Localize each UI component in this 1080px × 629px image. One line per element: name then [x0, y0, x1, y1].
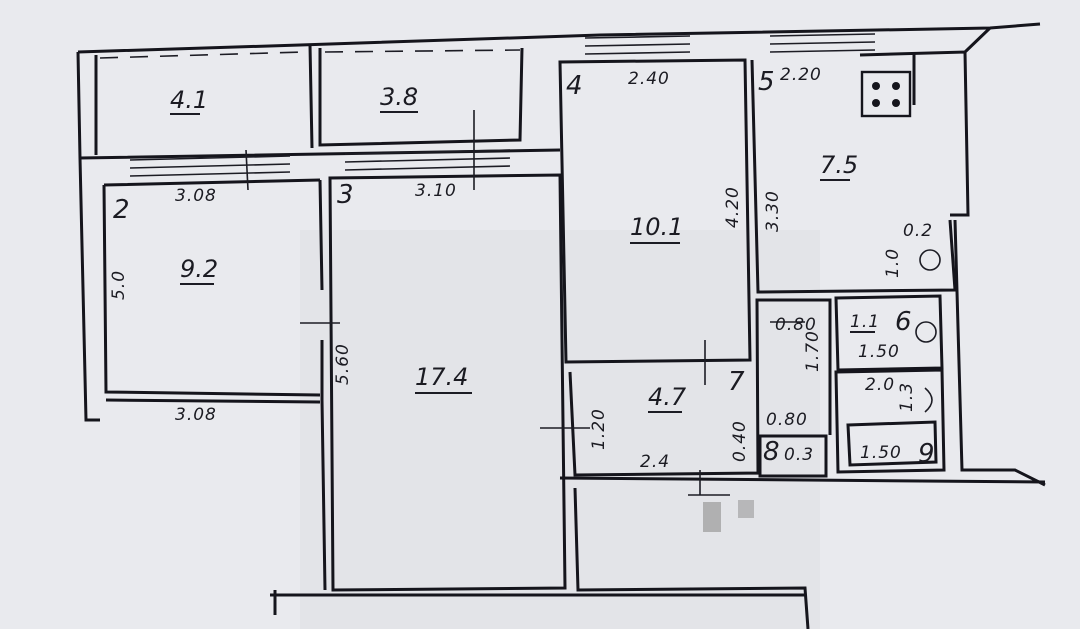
dim-room7-niche: 0.40 — [730, 420, 750, 462]
redacted-mark — [703, 502, 721, 532]
top-outer-wall — [77, 22, 1041, 54]
dim-room2-width: 3.08 — [175, 186, 217, 206]
dimensions: 3.08 3.10 2.40 2.20 5.0 3.08 5.60 4.20 3… — [109, 65, 933, 472]
dim-room4-width: 2.40 — [628, 69, 670, 89]
room9-walls — [834, 368, 946, 474]
room7-walls — [568, 298, 832, 478]
walls — [76, 22, 1046, 629]
loggia-window-r2 — [324, 49, 521, 53]
dim-room8-depth: 0.3 — [784, 445, 814, 465]
room-number-6: 6 — [895, 307, 912, 337]
room-area-r7: 4.7 — [648, 383, 687, 411]
dim-room5-length: 3.30 — [763, 190, 783, 232]
left-outer-wall — [76, 51, 100, 422]
room2-walls — [102, 178, 321, 404]
right-outer-wall — [559, 219, 1046, 487]
stove-icon — [860, 70, 912, 118]
toilet-icon — [915, 321, 937, 343]
redacted-mark-2 — [738, 500, 754, 518]
dim-room7-width: 2.4 — [640, 452, 670, 472]
dim-room2-bottom: 3.08 — [175, 405, 217, 425]
dim-room2-length: 5.0 — [109, 270, 129, 300]
room-number-9: 9 — [918, 439, 935, 469]
room-area-r1: 4.1 — [170, 86, 208, 114]
dim-corridor-length: 1.70 — [803, 330, 823, 372]
room-number-3: 3 — [337, 180, 354, 210]
room-number-2: 2 — [113, 195, 130, 225]
room-area-r9: 2.0 — [865, 375, 895, 395]
dim-kitchen-niche: 1.0 — [883, 248, 903, 278]
dim-room3-width: 3.10 — [415, 181, 457, 201]
room-number-8: 8 — [763, 437, 780, 467]
dim-room7-height: 1.20 — [589, 408, 609, 450]
room-number-7: 7 — [728, 367, 745, 397]
door-marks — [245, 110, 805, 496]
room3-walls — [318, 173, 567, 592]
room-numbers: 2 3 4 5 6 7 8 9 — [113, 67, 935, 469]
room-area-r5: 10.1 — [630, 213, 683, 241]
room8-walls — [834, 294, 944, 372]
dim-room8-niche: 0.80 — [766, 410, 808, 430]
dim-bath-length: 1.3 — [897, 382, 917, 412]
dim-room5-width: 2.20 — [780, 65, 822, 85]
bath-drain-icon — [924, 387, 933, 413]
room-area-r8: 1.1 — [850, 312, 880, 332]
sink-icon — [919, 249, 941, 271]
dim-room4-length: 4.20 — [723, 186, 743, 228]
dim-room3-length: 5.60 — [333, 343, 353, 385]
dim-kitchen-niche-depth: 0.2 — [903, 221, 933, 241]
loggia-window-r1 — [99, 51, 306, 59]
dim-bath-width: 1.50 — [860, 443, 902, 463]
room5-walls — [750, 26, 992, 294]
bottom-walls — [270, 487, 810, 629]
room4-walls — [558, 58, 752, 364]
room-area-r6: 7.5 — [820, 151, 858, 179]
room-number-4: 4 — [566, 71, 583, 101]
room-area-r3: 9.2 — [180, 255, 218, 283]
window-bars — [129, 33, 876, 177]
room-area-r4: 17.4 — [415, 363, 468, 391]
dim-room8-width: 1.50 — [858, 342, 900, 362]
room-number-5: 5 — [758, 67, 775, 97]
dim-corridor-width: 0.80 — [775, 315, 817, 335]
room-area-r2: 3.8 — [380, 83, 418, 111]
room-areas: 4.1 3.8 9.2 17.4 10.1 7.5 4.7 1.1 2.0 — [170, 83, 895, 413]
